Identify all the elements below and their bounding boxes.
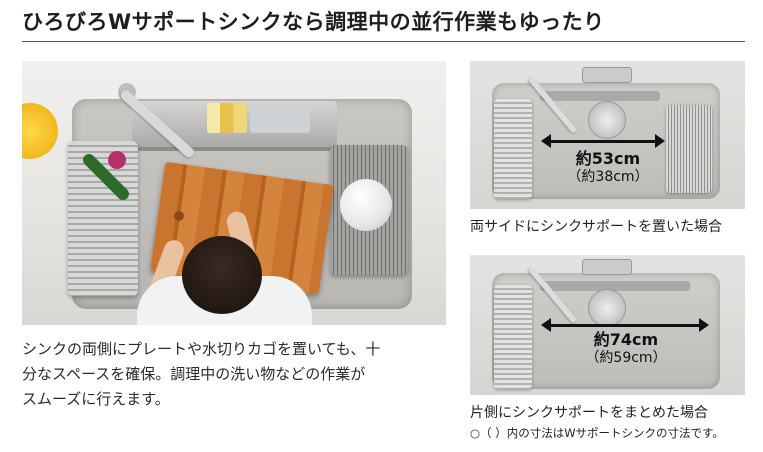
dimension-sub-value: （約38cm） [567,169,649,185]
footnote: ○（ ）内の寸法はWサポートシンクの寸法です。 [470,426,724,440]
description-line: スムーズに行えます。 [22,390,170,408]
description-line: シンクの両側にプレートや水切りカゴを置いても、十 [22,340,381,358]
figure-both-sides: 約53cm （約38cm） [470,61,745,209]
dimension-label: 約74cm （約59cm） [576,331,676,367]
dimension-value: 約74cm [593,330,659,349]
description: シンクの両側にプレートや水切りカゴを置いても、十 分なスペースを確保。調理中の洗… [22,337,452,412]
page-title: ひろびろWサポートシンクなら調理中の並行作業もゆったり [22,10,605,34]
width-arrow-icon [541,318,709,332]
rack-rail [132,147,332,151]
sink-top-accessory [582,67,632,83]
drain-icon [588,101,626,139]
dish-basket [666,105,712,193]
sink-photo [22,61,446,325]
dimension-value: 約53cm [575,149,641,168]
dimension-label: 約53cm （約38cm） [558,150,658,186]
description-line: 分なスペースを確保。調理中の洗い物などの作業が [22,365,366,383]
bowl-image [340,179,392,231]
figure-caption: 両サイドにシンクサポートを置いた場合 [470,219,722,235]
sink-plate [68,141,138,296]
sink-plate [494,99,532,199]
vegetable-tray [250,105,310,133]
person-head [182,236,262,314]
width-arrow-icon [541,134,665,148]
figure-one-side: 約74cm （約59cm） [470,255,745,395]
sink-top-accessory [582,259,632,275]
drain-icon [588,289,626,327]
sink-rack [540,281,690,291]
cutting-board-hole [174,211,184,221]
sink-plate [494,285,532,389]
dimension-sub-value: （約59cm） [585,350,667,366]
title-divider [22,41,745,42]
radish-image [108,151,126,169]
sink-rack [540,91,660,101]
seasoning-jars [207,103,247,133]
figure-caption: 片側にシンクサポートをまとめた場合 [470,405,708,421]
